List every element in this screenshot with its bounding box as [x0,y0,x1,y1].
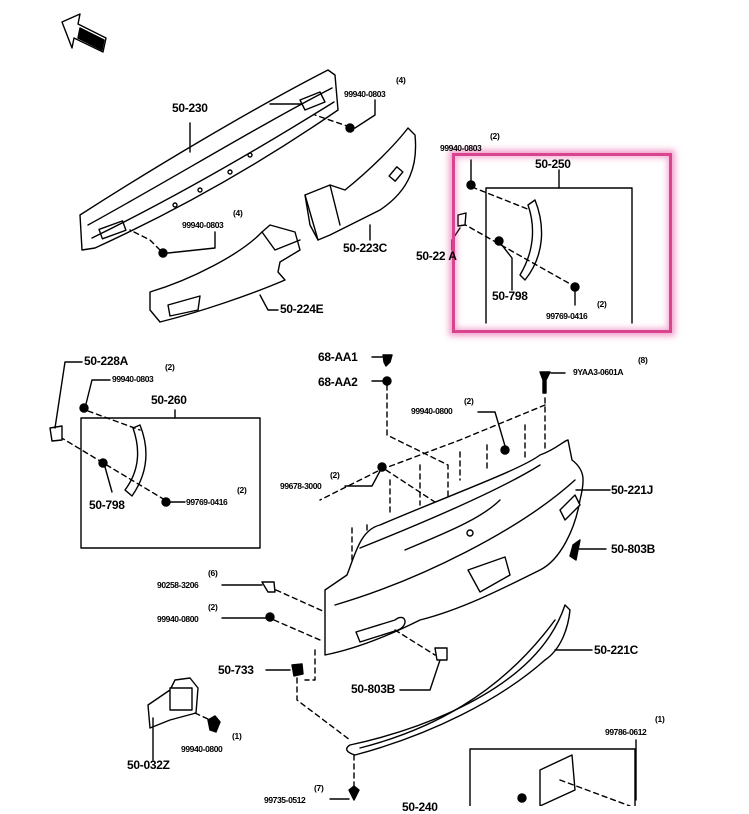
part-qty: (2) [597,299,607,309]
part-label-68-aa2[interactable]: 68-AA2 [318,375,358,389]
part-label-90258-3206[interactable]: 90258-3206 [157,580,199,590]
part-qty: (1) [232,731,242,741]
part-qty: (2) [464,396,474,406]
part-qty: (2) [208,602,218,612]
part-label-50-803b[interactable]: 50-803B [611,542,655,556]
part-qty: (4) [233,208,243,218]
bracket-50-032z-drawing [147,677,199,761]
part-label-99940-0803[interactable]: 99940-0803 [112,374,154,384]
part-label-50-228a[interactable]: 50-228A [84,354,128,368]
part-qty: (1) [655,714,665,724]
part-label-99940-0800[interactable]: 99940-0800 [411,406,453,416]
reflector-small-icon [434,647,448,661]
bumper-cover-drawing [324,439,584,656]
part-qty: (2) [330,470,340,480]
part-label-99940-0803[interactable]: 99940-0803 [182,220,224,230]
part-label-50-221c[interactable]: 50-221C [594,643,638,657]
part-qty: (4) [396,75,406,85]
part-label-50-223c[interactable]: 50-223C [343,241,387,255]
bolt-90258-icon [261,581,276,593]
part-qty: (2) [237,485,247,495]
bracket-assembly-bottom-inset [469,748,636,806]
part-label-50-250[interactable]: 50-250 [535,157,571,171]
part-label-50-230[interactable]: 50-230 [172,101,208,115]
clip-68-aa2-icon [382,376,392,386]
part-label-99786-0612[interactable]: 99786-0612 [605,727,647,737]
part-label-50-240[interactable]: 50-240 [402,800,438,814]
part-label-99940-0800[interactable]: 99940-0800 [157,614,199,624]
part-label-9yaa3-0601a[interactable]: 9YAA3-0601A [573,367,624,377]
part-label-99769-0416[interactable]: 99769-0416 [186,497,228,507]
side-bracket-left-drawing [149,224,301,323]
part-qty: (6) [208,568,218,578]
part-label-99940-0803[interactable]: 99940-0803 [440,143,482,153]
part-label-68-aa1[interactable]: 68-AA1 [318,350,358,364]
part-label-50-803b[interactable]: 50-803B [351,682,395,696]
part-label-99940-0800[interactable]: 99940-0800 [181,744,223,754]
part-label-50-260[interactable]: 50-260 [151,393,187,407]
bracket-assembly-right-inset [451,159,633,324]
part-qty: (8) [638,355,648,365]
screw-9yaa3-icon [539,371,551,394]
reinforcement-beam-drawing [79,69,339,251]
part-label-50-733[interactable]: 50-733 [218,663,254,677]
part-label-50-798[interactable]: 50-798 [492,289,528,303]
lower-skirt-drawing [346,604,571,756]
part-label-99769-0416[interactable]: 99769-0416 [546,311,588,321]
part-label-50-224e[interactable]: 50-224E [280,302,324,316]
part-label-99735-0512[interactable]: 99735-0512 [264,795,306,805]
clip-68-aa1-icon [382,354,393,367]
clip-99940-icon [207,715,221,733]
part-label-99940-0803[interactable]: 99940-0803 [344,89,386,99]
reflector-icon [569,539,581,561]
part-label-99678-3000[interactable]: 99678-3000 [280,481,322,491]
part-label-50-221j[interactable]: 50-221J [611,483,653,497]
part-qty: (7) [314,783,324,793]
bracket-assembly-left-inset [49,361,261,549]
forward-arrow-icon [61,13,107,53]
part-label-50-798[interactable]: 50-798 [89,498,125,512]
part-qty: (2) [165,362,175,372]
side-bracket-right-drawing [304,127,417,241]
part-qty: (2) [490,131,500,141]
part-label-50-228a[interactable]: 50-22 A [416,249,457,263]
part-label-50-032z[interactable]: 50-032Z [127,758,170,772]
nut-50-733-icon [291,663,304,677]
screw-99735-icon [348,785,360,801]
